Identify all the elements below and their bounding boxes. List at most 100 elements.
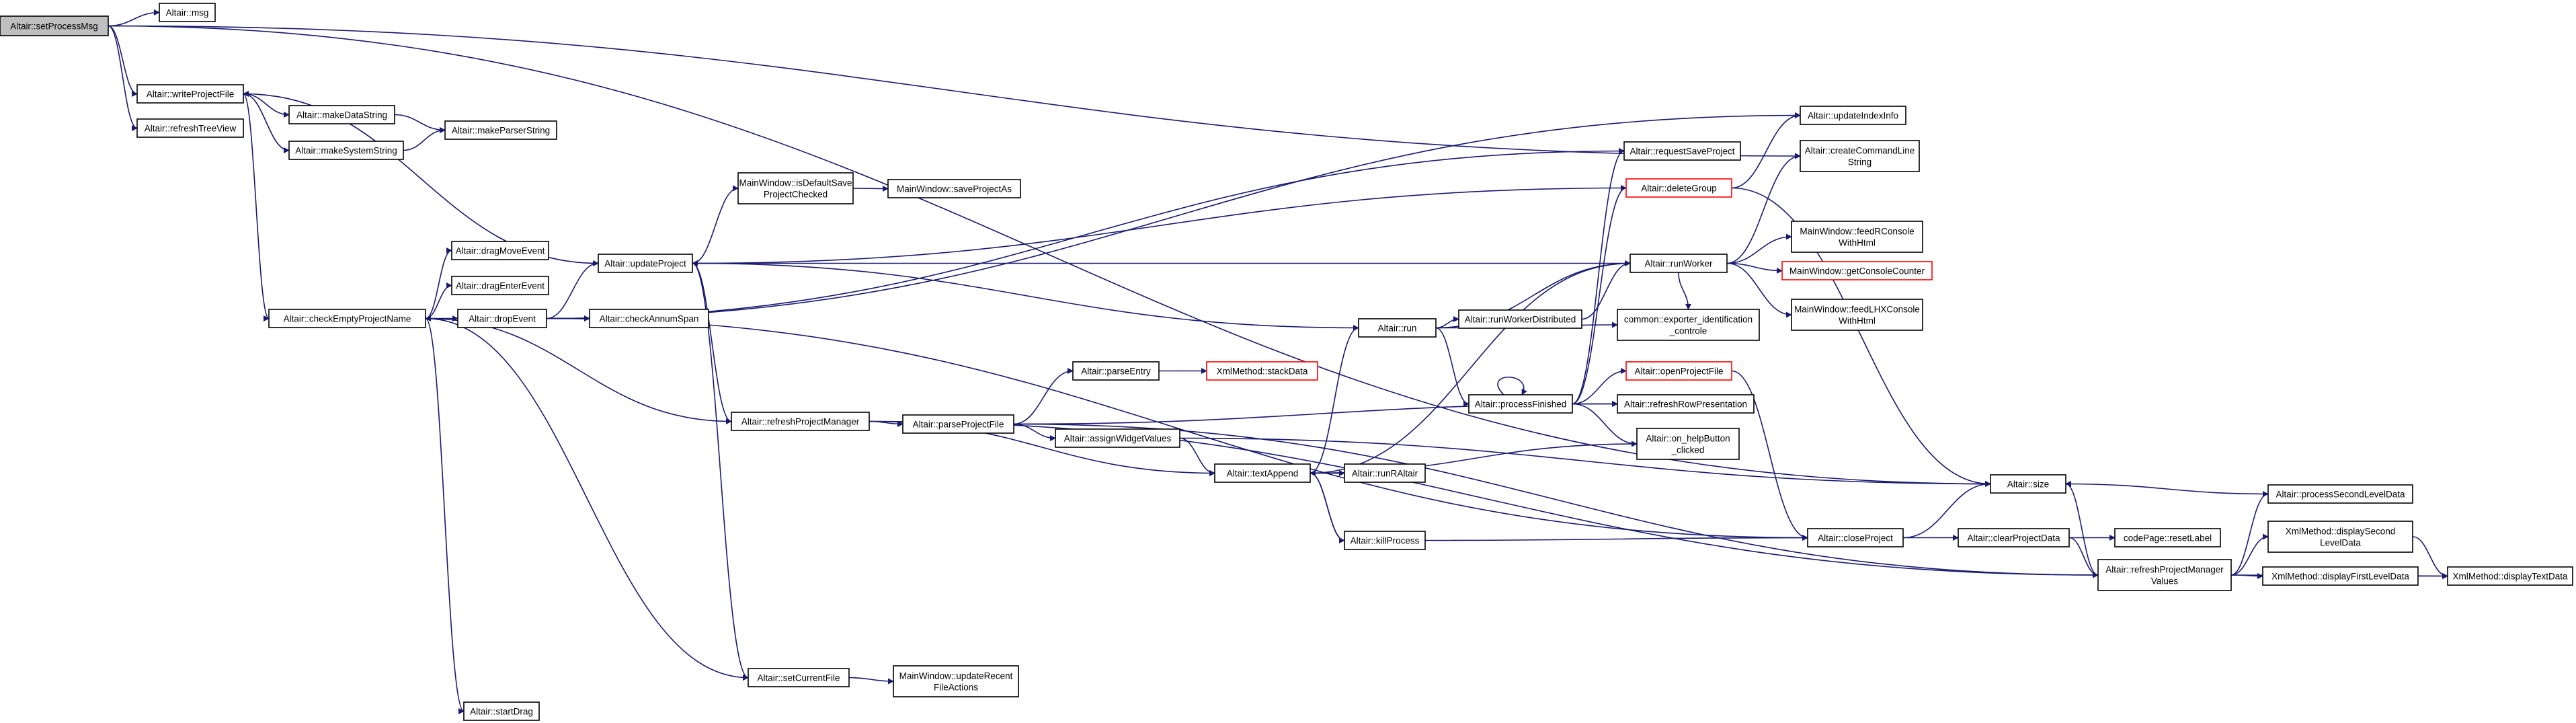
- edge-killprocess-to-closeproject: [1424, 535, 1808, 541]
- node-clearprojectdata[interactable]: Altair::clearProjectData: [1958, 528, 2070, 547]
- node-writeprojectfile[interactable]: Altair::writeProjectFile: [136, 84, 244, 104]
- edge-assignwidgetvalues-to-textappend: [1179, 437, 1215, 476]
- node-displayfirstleveldata[interactable]: XmlMethod::displayFirstLevelData: [2262, 566, 2419, 586]
- node-box: [1800, 140, 1920, 172]
- node-box: [136, 118, 244, 138]
- node-checkannumspan[interactable]: Altair::checkAnnumSpan: [589, 309, 709, 328]
- edge-setprocessmsg-to-createcommandline: [108, 25, 1801, 159]
- node-updateindexinfo[interactable]: Altair::updateIndexInfo: [1800, 106, 1906, 125]
- node-dragmoveevent[interactable]: Altair::dragMoveEvent: [451, 241, 549, 260]
- node-box: [1214, 463, 1311, 483]
- node-setcurrentfile[interactable]: Altair::setCurrentFile: [748, 668, 850, 687]
- node-refreshprojectmanager[interactable]: Altair::refreshProjectManager: [731, 412, 870, 431]
- edge-dropevent-to-updateproject: [546, 260, 599, 319]
- node-setprocessmsg[interactable]: Altair::setProcessMsg: [0, 15, 109, 36]
- node-resetlabel[interactable]: codePage::resetLabel: [2114, 528, 2221, 547]
- edge-run-to-updateproject: [692, 260, 1359, 329]
- node-size[interactable]: Altair::size: [1990, 474, 2066, 494]
- node-box: [2262, 566, 2419, 586]
- node-label: Altair::makeSystemString: [295, 146, 397, 156]
- node-exporterident[interactable]: common::exporter_identification_controle: [1617, 309, 1760, 341]
- node-closeproject[interactable]: Altair::closeProject: [1807, 528, 1904, 547]
- node-assignwidgetvalues[interactable]: Altair::assignWidgetValues: [1055, 428, 1180, 448]
- node-label: Altair::runWorkerDistributed: [1465, 315, 1576, 325]
- node-label: Altair::parseEntry: [1081, 367, 1151, 377]
- edge-runworker-to-getconsolecounter: [1726, 262, 1783, 274]
- node-box: [2097, 559, 2232, 591]
- node-processfinished[interactable]: Altair::processFinished: [1468, 394, 1573, 414]
- node-label: MainWindow::feedRConsole: [1800, 227, 1914, 237]
- node-box: [444, 120, 557, 140]
- node-label: Altair::parseProjectFile: [913, 420, 1004, 430]
- node-label: Altair::refreshTreeView: [145, 124, 237, 134]
- node-box: [598, 254, 693, 273]
- node-label: Values: [2151, 576, 2179, 586]
- node-label: Altair::dragMoveEvent: [456, 246, 545, 256]
- node-label: FileActions: [934, 683, 978, 693]
- node-label: Altair::processFinished: [1475, 399, 1567, 410]
- node-parseentry[interactable]: Altair::parseEntry: [1072, 361, 1160, 381]
- node-label: Altair::runRAltair: [1352, 469, 1418, 479]
- node-box: [737, 172, 854, 204]
- node-displaytextdata[interactable]: XmlMethod::displayTextData: [2447, 566, 2573, 586]
- node-box: [136, 84, 244, 104]
- node-label: String: [1848, 157, 1871, 167]
- node-processsecondleveldata[interactable]: Altair::processSecondLevelData: [2267, 484, 2413, 504]
- node-label: _clicked: [1671, 445, 1705, 455]
- node-label: MainWindow::updateRecent: [899, 671, 1013, 681]
- node-label: Altair::on_helpButton: [1646, 434, 1730, 444]
- node-label: Altair::writeProjectFile: [147, 89, 235, 100]
- node-saveprojectas[interactable]: MainWindow::saveProjectAs: [887, 179, 1021, 198]
- node-killprocess[interactable]: Altair::killProcess: [1344, 531, 1426, 550]
- node-box: [1617, 309, 1760, 341]
- node-box: [1344, 531, 1426, 550]
- edge-refreshpmvalues-to-displaysecondleveldata: [2230, 533, 2269, 576]
- node-makeparserstring[interactable]: Altair::makeParserString: [444, 120, 557, 140]
- node-label: Altair::makeParserString: [452, 126, 550, 136]
- node-label: Altair::checkAnnumSpan: [600, 314, 699, 324]
- node-run[interactable]: Altair::run: [1358, 318, 1437, 338]
- node-openprojectfile[interactable]: Altair::openProjectFile: [1625, 361, 1732, 381]
- node-refreshtreeview[interactable]: Altair::refreshTreeView: [136, 118, 244, 138]
- edge-refreshpmvalues-to-processsecondleveldata: [2230, 491, 2269, 576]
- node-runworker[interactable]: Altair::runWorker: [1629, 254, 1728, 273]
- node-box: [1791, 299, 1923, 331]
- node-requestsaveproject[interactable]: Altair::requestSaveProject: [1623, 141, 1741, 161]
- edge-runworker-to-feedlhxconsole: [1726, 262, 1792, 318]
- node-runworkerdistributed[interactable]: Altair::runWorkerDistributed: [1458, 309, 1582, 329]
- node-dropevent[interactable]: Altair::dropEvent: [457, 309, 547, 328]
- node-makedatastring[interactable]: Altair::makeDataString: [288, 105, 395, 124]
- node-label: Altair::requestSaveProject: [1629, 147, 1734, 157]
- edge-parseprojectfile-to-parseentry: [1013, 368, 1074, 425]
- node-label: Altair::makeDataString: [296, 110, 387, 120]
- node-dragenterevent[interactable]: Altair::dragEnterEvent: [451, 276, 549, 295]
- edge-runworker-to-feedrconsole: [1726, 233, 1792, 264]
- node-box: [902, 414, 1014, 434]
- edge-runworker-to-exporterident: [1678, 272, 1691, 310]
- node-label: WithHtml: [1839, 238, 1876, 248]
- node-label: Altair::checkEmptyProjectName: [284, 314, 411, 324]
- node-onhelpbutton[interactable]: Altair::on_helpButton_clicked: [1636, 428, 1740, 460]
- node-makesystemstring[interactable]: Altair::makeSystemString: [288, 141, 404, 160]
- node-startdrag[interactable]: Altair::startDrag: [463, 701, 540, 721]
- node-label: XmlMethod::displaySecond: [2286, 527, 2396, 537]
- node-getconsolecounter[interactable]: MainWindow::getConsoleCounter: [1781, 261, 1933, 280]
- node-runraltair[interactable]: Altair::runRAltair: [1344, 463, 1426, 483]
- node-msg[interactable]: Altair::msg: [159, 3, 216, 22]
- node-parseprojectfile[interactable]: Altair::parseProjectFile: [902, 414, 1014, 434]
- node-refreshrowpresentation[interactable]: Altair::refreshRowPresentation: [1617, 394, 1755, 414]
- node-label: Altair::deleteGroup: [1641, 184, 1717, 194]
- node-deletegroup[interactable]: Altair::deleteGroup: [1625, 178, 1732, 198]
- node-textappend[interactable]: Altair::textAppend: [1214, 463, 1311, 483]
- node-checkemptyprojectname[interactable]: Altair::checkEmptyProjectName: [268, 309, 426, 328]
- node-updateproject[interactable]: Altair::updateProject: [598, 254, 693, 273]
- node-stackdata[interactable]: XmlMethod::stackData: [1206, 361, 1318, 381]
- node-box: [288, 141, 404, 160]
